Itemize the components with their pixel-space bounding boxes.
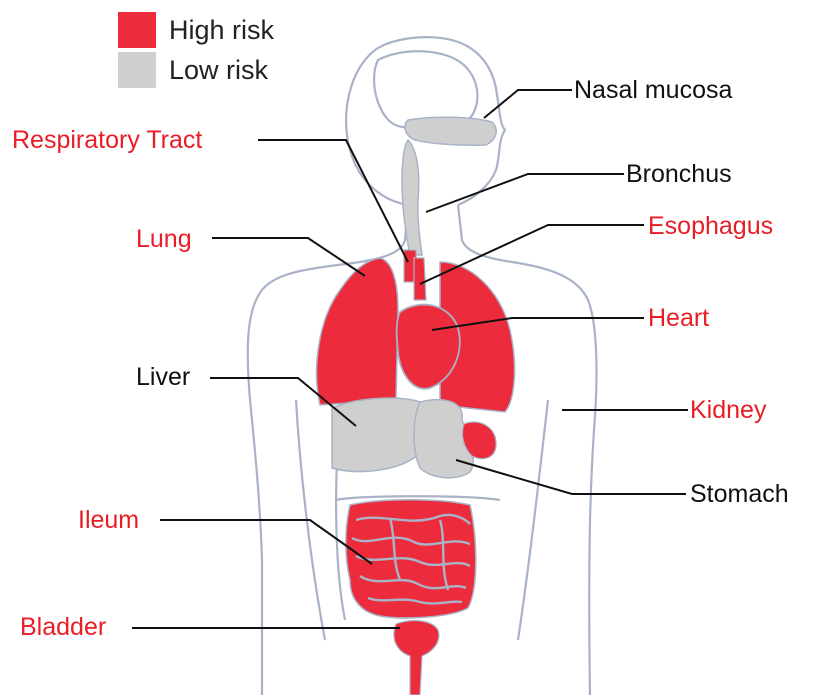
legend-high-risk: High risk bbox=[118, 12, 274, 48]
legend-low-label: Low risk bbox=[169, 52, 268, 88]
nasal-mucosa-shape bbox=[405, 117, 496, 145]
legend-low-risk: Low risk bbox=[118, 52, 268, 88]
left-lung-shape bbox=[317, 258, 398, 405]
bladder-shape bbox=[394, 621, 439, 695]
label-esophagus: Esophagus bbox=[648, 211, 773, 241]
esophagus-shape bbox=[414, 258, 426, 300]
label-bronchus: Bronchus bbox=[626, 159, 732, 189]
label-liver: Liver bbox=[136, 362, 190, 392]
leader-respiratory-tract bbox=[258, 140, 408, 262]
liver-shape bbox=[332, 398, 427, 471]
label-bladder: Bladder bbox=[20, 612, 106, 642]
low-risk-swatch bbox=[118, 52, 156, 88]
leader-stomach bbox=[456, 460, 686, 494]
high-risk-swatch bbox=[118, 12, 156, 48]
label-lung: Lung bbox=[136, 224, 192, 254]
leader-ileum bbox=[160, 520, 372, 564]
label-kidney: Kidney bbox=[690, 395, 766, 425]
legend-high-label: High risk bbox=[169, 12, 274, 48]
label-respiratory-tract: Respiratory Tract bbox=[12, 125, 202, 155]
label-ileum: Ileum bbox=[78, 505, 139, 535]
label-stomach: Stomach bbox=[690, 479, 789, 509]
leader-lung bbox=[212, 238, 365, 276]
label-nasal-mucosa: Nasal mucosa bbox=[574, 75, 732, 105]
leader-bronchus bbox=[426, 174, 624, 212]
label-heart: Heart bbox=[648, 303, 709, 333]
